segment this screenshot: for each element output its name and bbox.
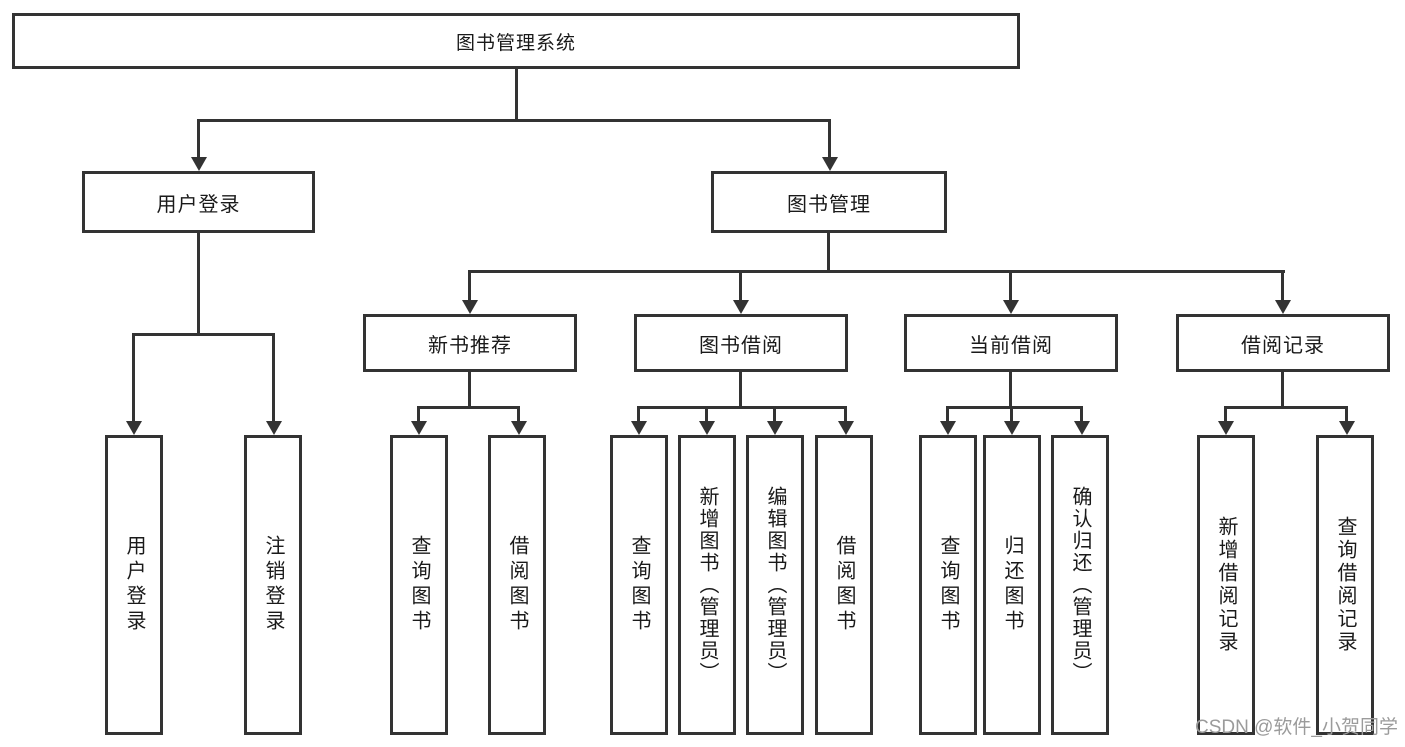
connector-line — [517, 406, 520, 421]
connector-line — [468, 270, 1285, 273]
connector-line — [417, 406, 420, 421]
arrow-down-icon — [940, 421, 956, 435]
node-root-system: 图书管理系统 — [12, 13, 1020, 69]
connector-line — [1010, 406, 1013, 421]
connector-line — [1009, 372, 1012, 409]
connector-line — [946, 406, 949, 421]
leaf-confirm-return-admin: 确认归还（管理员） — [1051, 435, 1109, 735]
arrow-down-icon — [411, 421, 427, 435]
leaf-user-login: 用户登录 — [105, 435, 163, 735]
leaf-query-books: 查询图书 — [610, 435, 668, 735]
leaf-edit-books-admin: 编辑图书（管理员） — [746, 435, 804, 735]
arrow-down-icon — [126, 421, 142, 435]
connector-line — [1224, 406, 1227, 421]
node-borrow-records: 借阅记录 — [1176, 314, 1390, 372]
arrow-down-icon — [191, 157, 207, 171]
connector-line — [1281, 372, 1284, 409]
connector-line — [1345, 406, 1348, 421]
connector-line — [132, 333, 135, 421]
node-book-borrow: 图书借阅 — [634, 314, 848, 372]
connector-line — [272, 333, 275, 421]
leaf-query-borrow-record: 查询借阅记录 — [1316, 435, 1374, 735]
arrow-down-icon — [631, 421, 647, 435]
connector-line — [1080, 406, 1083, 421]
connector-line — [197, 119, 831, 122]
connector-line — [773, 406, 776, 421]
arrow-down-icon — [1339, 421, 1355, 435]
leaf-query-books-recommend: 查询图书 — [390, 435, 448, 735]
watermark: CSDN @软件_小贺同学 — [1195, 717, 1398, 738]
arrow-down-icon — [1004, 421, 1020, 435]
arrow-down-icon — [838, 421, 854, 435]
arrow-down-icon — [511, 421, 527, 435]
connector-line — [946, 406, 1083, 409]
connector-line — [197, 119, 200, 159]
connector-line — [417, 406, 520, 409]
connector-line — [637, 406, 640, 421]
connector-line — [468, 372, 471, 409]
connector-line — [197, 233, 200, 336]
arrow-down-icon — [822, 157, 838, 171]
connector-line — [1281, 270, 1284, 300]
connector-line — [1009, 270, 1012, 300]
leaf-add-borrow-record: 新增借阅记录 — [1197, 435, 1255, 735]
arrow-down-icon — [1275, 300, 1291, 314]
connector-line — [468, 270, 471, 300]
leaf-logout: 注销登录 — [244, 435, 302, 735]
arrow-down-icon — [733, 300, 749, 314]
leaf-query-books-current: 查询图书 — [919, 435, 977, 735]
connector-line — [1224, 406, 1348, 409]
arrow-down-icon — [1218, 421, 1234, 435]
node-user-login: 用户登录 — [82, 171, 315, 233]
connector-line — [828, 119, 831, 159]
leaf-borrow-books: 借阅图书 — [815, 435, 873, 735]
node-current-borrow: 当前借阅 — [904, 314, 1118, 372]
connector-line — [827, 233, 830, 272]
arrow-down-icon — [767, 421, 783, 435]
leaf-return-books: 归还图书 — [983, 435, 1041, 735]
arrow-down-icon — [1074, 421, 1090, 435]
connector-line — [132, 333, 275, 336]
arrow-down-icon — [462, 300, 478, 314]
arrow-down-icon — [1003, 300, 1019, 314]
connector-line — [739, 372, 742, 409]
node-book-management: 图书管理 — [711, 171, 947, 233]
connector-line — [705, 406, 708, 421]
node-new-book-recommend: 新书推荐 — [363, 314, 577, 372]
connector-line — [844, 406, 847, 421]
arrow-down-icon — [266, 421, 282, 435]
leaf-add-books-admin: 新增图书（管理员） — [678, 435, 736, 735]
leaf-borrow-books-recommend: 借阅图书 — [488, 435, 546, 735]
arrow-down-icon — [699, 421, 715, 435]
connector-line — [515, 67, 518, 120]
connector-line — [739, 270, 742, 300]
connector-line — [637, 406, 847, 409]
